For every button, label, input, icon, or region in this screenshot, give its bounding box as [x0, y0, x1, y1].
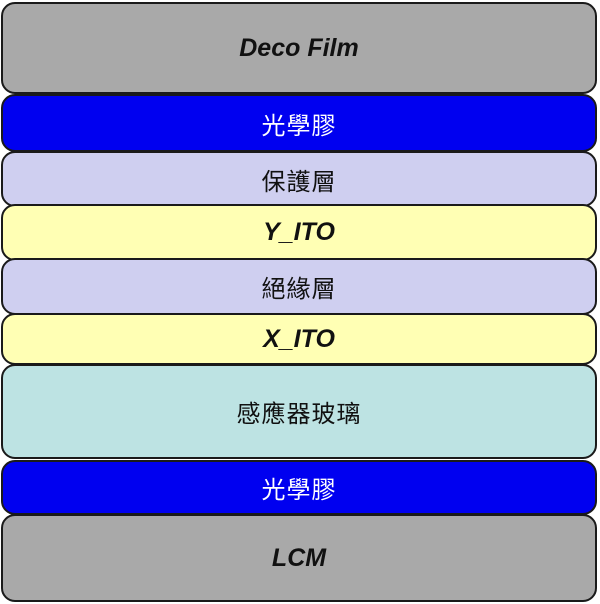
- layer-protective: 保護層: [1, 151, 597, 207]
- layer-insulation: 絕緣層: [1, 258, 597, 315]
- layer-label: 絕緣層: [261, 275, 337, 303]
- layer-label: Y_ITO: [263, 218, 335, 246]
- layer-sensor-glass: 感應器玻璃: [1, 364, 597, 459]
- layer-optical-adhesive-top: 光學膠: [1, 94, 597, 152]
- layer-y-ito: Y_ITO: [1, 204, 597, 261]
- layer-label: 光學膠: [261, 476, 337, 504]
- layer-optical-adhesive-bottom: 光學膠: [1, 460, 597, 515]
- layer-label: 光學膠: [261, 111, 337, 140]
- layer-label: X_ITO: [263, 324, 335, 353]
- layer-deco-film: Deco Film: [1, 2, 597, 94]
- layer-lcm: LCM: [1, 514, 597, 602]
- layer-x-ito: X_ITO: [1, 313, 597, 365]
- layer-label: Deco Film: [239, 33, 359, 62]
- layer-label: 保護層: [261, 167, 337, 196]
- layer-label: 感應器玻璃: [236, 400, 362, 428]
- layer-label: LCM: [271, 543, 327, 572]
